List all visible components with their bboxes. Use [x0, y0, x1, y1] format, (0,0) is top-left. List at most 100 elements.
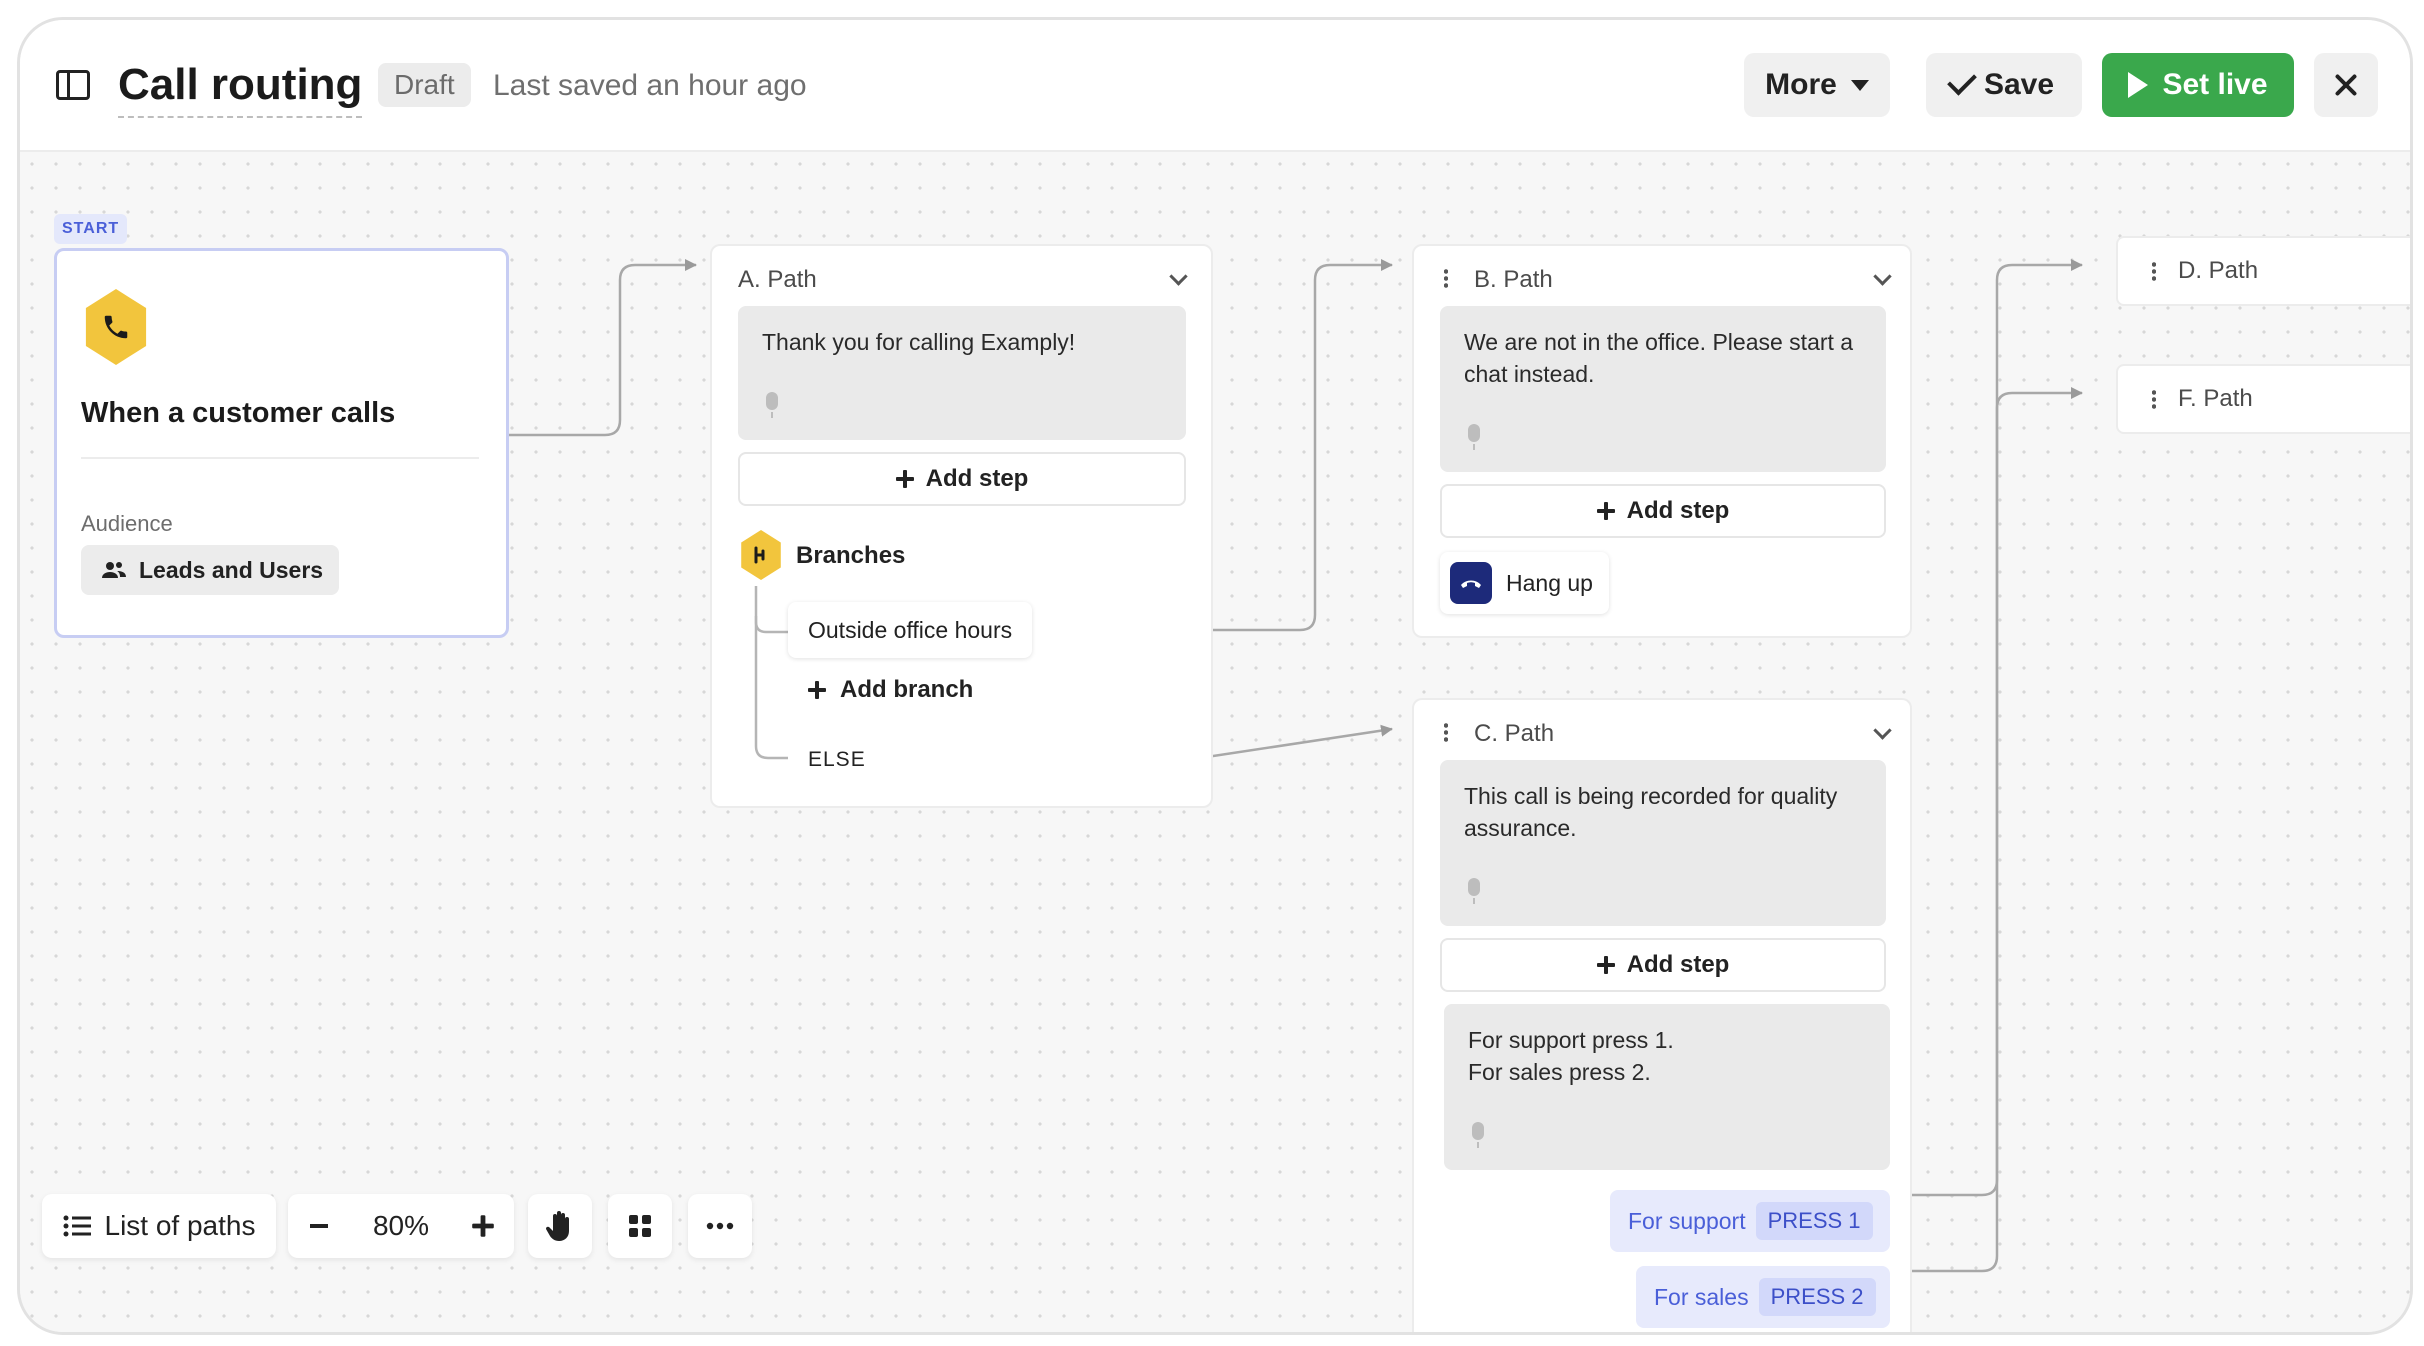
- branch-outside-office-hours[interactable]: Outside office hours: [788, 602, 1033, 658]
- check-icon: [1947, 65, 1977, 96]
- path-c-title: C. Path: [1474, 720, 1555, 747]
- top-bar: Call routing Draft Last saved an hour ag…: [20, 20, 2410, 152]
- hang-up-step[interactable]: Hang up: [1440, 552, 1609, 614]
- play-icon: [2128, 72, 2149, 98]
- close-icon: [2334, 73, 2358, 97]
- add-step-label: Add step: [925, 465, 1029, 492]
- path-b-message-text: We are not in the office. Please start a…: [1464, 329, 1854, 387]
- connector-start-to-a: [509, 259, 697, 437]
- branch-label: Outside office hours: [808, 616, 1013, 643]
- option-for-sales[interactable]: For sales PRESS 2: [1636, 1266, 1890, 1328]
- grid-view-button[interactable]: [608, 1194, 672, 1258]
- phone-icon: [85, 289, 147, 365]
- zoom-out-button[interactable]: [310, 1224, 328, 1228]
- path-card-b[interactable]: B. Path We are not in the office. Please…: [1412, 244, 1912, 638]
- zoom-in-button[interactable]: [472, 1215, 494, 1237]
- flow-canvas[interactable]: START When a customer calls Audience Lea…: [20, 152, 2410, 1332]
- ellipsis-icon: [706, 1222, 734, 1230]
- list-of-paths-button[interactable]: List of paths: [42, 1194, 276, 1258]
- sidebar-toggle-icon[interactable]: [56, 70, 90, 100]
- hand-icon: [545, 1211, 569, 1241]
- kebab-menu-icon[interactable]: [2152, 261, 2156, 281]
- more-options-button[interactable]: [688, 1194, 752, 1258]
- list-of-paths-label: List of paths: [104, 1210, 256, 1241]
- kebab-menu-icon[interactable]: [1444, 268, 1448, 288]
- set-live-button-label: Set live: [2162, 68, 2268, 101]
- path-a-title: A. Path: [738, 266, 817, 293]
- connector-support-to-d: [1892, 259, 2083, 1197]
- plus-icon: [1596, 502, 1615, 520]
- microphone-icon: [1468, 424, 1480, 450]
- add-branch-button[interactable]: Add branch: [808, 676, 973, 704]
- path-c-message-text: This call is being recorded for quality …: [1464, 783, 1838, 841]
- else-branch-label[interactable]: ELSE: [808, 748, 866, 771]
- connector-sales-to-f: [1892, 387, 2083, 1273]
- trigger-title: When a customer calls: [81, 397, 396, 429]
- ivr-menu-line-2: For sales press 2.: [1468, 1059, 1651, 1085]
- close-button[interactable]: [2314, 53, 2378, 117]
- ivr-menu-line-1: For support press 1.: [1468, 1027, 1674, 1053]
- zoom-level: 80%: [372, 1210, 430, 1241]
- path-card-a[interactable]: A. Path Thank you for calling Examply! A…: [710, 244, 1213, 808]
- plus-icon: [808, 681, 826, 699]
- add-step-label: Add step: [1626, 951, 1730, 978]
- more-button[interactable]: More: [1744, 53, 1890, 117]
- pan-tool-button[interactable]: [528, 1194, 592, 1258]
- option-for-support[interactable]: For support PRESS 1: [1610, 1190, 1890, 1252]
- branches-label: Branches: [796, 542, 906, 569]
- add-step-label: Add step: [1626, 497, 1730, 524]
- status-badge: Draft: [378, 63, 471, 107]
- divider: [81, 457, 479, 459]
- option-support-key: PRESS 1: [1755, 1202, 1873, 1240]
- chevron-down-icon[interactable]: [1873, 267, 1892, 286]
- option-sales-key: PRESS 2: [1758, 1278, 1876, 1316]
- chevron-down-icon[interactable]: [1169, 267, 1188, 286]
- audience-value: Leads and Users: [139, 556, 324, 583]
- path-a-message-text: Thank you for calling Examply!: [762, 329, 1076, 355]
- last-saved-text: Last saved an hour ago: [493, 69, 807, 102]
- grid-icon: [629, 1215, 651, 1237]
- path-card-d[interactable]: D. Path: [2116, 236, 2410, 306]
- plus-icon: [1596, 956, 1615, 974]
- start-tag: START: [54, 214, 128, 244]
- audience-chip[interactable]: Leads and Users: [81, 545, 339, 595]
- page-title[interactable]: Call routing: [118, 60, 363, 118]
- path-c-add-step-button[interactable]: Add step: [1440, 938, 1886, 992]
- start-trigger-card[interactable]: When a customer calls Audience Leads and…: [54, 248, 509, 638]
- path-b-message[interactable]: We are not in the office. Please start a…: [1440, 306, 1886, 472]
- path-c-message[interactable]: This call is being recorded for quality …: [1440, 760, 1886, 926]
- caret-down-icon: [1850, 79, 1869, 91]
- kebab-menu-icon[interactable]: [1444, 722, 1448, 742]
- path-b-add-step-button[interactable]: Add step: [1440, 484, 1886, 538]
- branch-tree-lines: [754, 586, 788, 760]
- path-f-title: F. Path: [2178, 385, 2253, 412]
- hang-up-icon: [1450, 562, 1492, 604]
- connector-branch-to-b: [1035, 259, 1393, 632]
- add-branch-label: Add branch: [840, 676, 974, 703]
- audience-label: Audience: [81, 511, 173, 536]
- users-icon: [102, 562, 126, 578]
- zoom-control: 80%: [288, 1194, 514, 1258]
- save-button[interactable]: Save: [1926, 53, 2082, 117]
- path-card-c[interactable]: C. Path This call is being recorded for …: [1412, 698, 1912, 1332]
- option-support-label: For support: [1628, 1207, 1746, 1234]
- app-window: Call routing Draft Last saved an hour ag…: [17, 17, 2413, 1335]
- path-card-f[interactable]: F. Path: [2116, 364, 2410, 434]
- option-sales-label: For sales: [1654, 1283, 1749, 1310]
- kebab-menu-icon[interactable]: [2152, 389, 2156, 409]
- microphone-icon: [1472, 1122, 1484, 1148]
- chevron-down-icon[interactable]: [1873, 721, 1892, 740]
- path-d-title: D. Path: [2178, 257, 2259, 284]
- microphone-icon: [1468, 878, 1480, 904]
- path-a-add-step-button[interactable]: Add step: [738, 452, 1186, 506]
- ivr-menu-message[interactable]: For support press 1. For sales press 2.: [1444, 1004, 1890, 1170]
- save-button-label: Save: [1983, 68, 2055, 101]
- path-a-message[interactable]: Thank you for calling Examply!: [738, 306, 1186, 440]
- microphone-icon: [766, 392, 778, 418]
- branches-icon: [741, 530, 781, 580]
- set-live-button[interactable]: Set live: [2102, 53, 2294, 117]
- list-icon: [63, 1215, 91, 1237]
- more-button-label: More: [1765, 68, 1837, 101]
- plus-icon: [895, 470, 914, 488]
- hang-up-label: Hang up: [1506, 569, 1593, 596]
